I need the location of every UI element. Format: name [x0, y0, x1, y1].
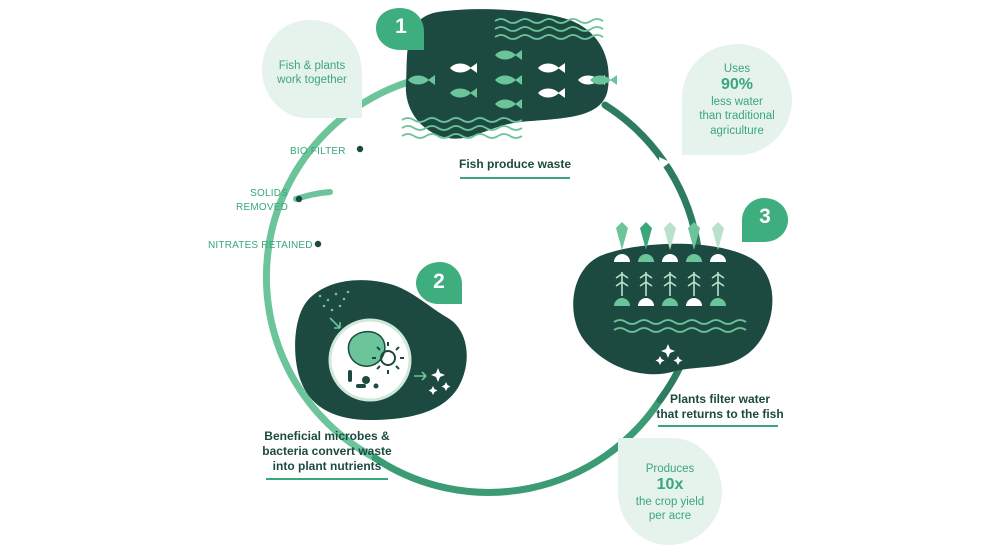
- bed-waves: [613, 319, 747, 333]
- water-stat: 90%: [720, 76, 754, 94]
- arrow-out-of-dish: [414, 371, 427, 381]
- step3-badge: [742, 198, 788, 242]
- step-2-caption-line: Beneficial microbes &: [264, 429, 390, 443]
- bio-filter-label: BIO FILTER: [290, 146, 346, 157]
- solids-removed-line: SOLIDS: [250, 188, 288, 199]
- solids-removed-label: SOLIDS REMOVED: [222, 187, 288, 214]
- nutrient-sparkles: [428, 368, 451, 395]
- step-2-caption-line: into plant nutrients: [272, 459, 382, 473]
- step-2-caption: Beneficial microbes & bacteria convert w…: [252, 429, 402, 474]
- bottom-waves: [401, 117, 523, 139]
- fish-tank-blob: [405, 9, 609, 139]
- arrow-right-arc: [659, 157, 670, 170]
- yield-line: the crop yield: [635, 495, 705, 508]
- together-line: work together: [277, 74, 347, 87]
- step-3-caption-line: Plants filter water: [669, 392, 771, 406]
- yield-top: Produces: [645, 463, 695, 475]
- cycle-arrows: [328, 157, 670, 461]
- plant-tops: [616, 222, 724, 250]
- solids-removed-dot: [295, 195, 303, 203]
- step-3-number: 3: [759, 205, 771, 228]
- step-3-caption: Plants filter water that returns to the …: [640, 392, 800, 422]
- step-3-caption-line: that returns to the fish: [656, 407, 784, 421]
- info-bubbles: [262, 20, 792, 545]
- step-1-caption: Fish produce waste: [458, 157, 572, 171]
- step-1-number: 1: [395, 15, 407, 38]
- water-line: than traditional: [699, 110, 775, 123]
- arrow-bottom-arc: [513, 450, 522, 461]
- plant-bed-illustration: [573, 198, 788, 375]
- step-1-underline: [460, 177, 570, 179]
- yield-line: per acre: [648, 510, 692, 523]
- waste-particles: [318, 290, 350, 312]
- plant-stems: [615, 272, 725, 296]
- plant-bed-blob: [573, 243, 773, 375]
- surface-waves: [494, 18, 604, 40]
- yield-stat: 10x: [656, 476, 684, 494]
- cycle-arc-bottom: [371, 396, 664, 496]
- water-bubble-text: Uses 90% less water than traditional agr…: [682, 62, 792, 138]
- bubble-together: [262, 20, 362, 118]
- solids-removed-line: REMOVED: [236, 201, 288, 213]
- water-line: less water: [711, 95, 763, 108]
- step-3-underline: [658, 425, 778, 427]
- step-2-caption-line: bacteria convert waste: [262, 444, 392, 458]
- together-line: Fish & plants: [278, 60, 346, 72]
- nitrates-retained-label: NITRATES RETAINED: [208, 240, 313, 251]
- clean-water-sparkles: [655, 344, 683, 365]
- water-line: agriculture: [710, 124, 764, 137]
- filter-dots: [295, 145, 364, 248]
- nitrates-retained-dot: [314, 240, 322, 248]
- bubble-water: [682, 44, 792, 155]
- fish-tank-illustration: [376, 8, 617, 139]
- bio-filter-dot: [356, 145, 364, 153]
- bacteria-icon: [348, 370, 379, 389]
- virus-icon: [372, 342, 404, 374]
- step-2-number: 2: [433, 270, 445, 293]
- step1-badge: [376, 8, 424, 50]
- arrow-left-arc: [328, 165, 338, 178]
- root-bulbs: [614, 254, 726, 306]
- bubble-yield: [618, 438, 722, 545]
- step-2-underline: [266, 478, 388, 480]
- water-top: Uses: [723, 63, 751, 75]
- microbes-illustration: [295, 262, 467, 420]
- arrow-into-dish: [329, 317, 341, 329]
- yield-bubble-text: Produces 10x the crop yield per acre: [618, 462, 722, 524]
- together-bubble-text: Fish & plants work together: [262, 59, 362, 88]
- step2-badge: [416, 262, 462, 304]
